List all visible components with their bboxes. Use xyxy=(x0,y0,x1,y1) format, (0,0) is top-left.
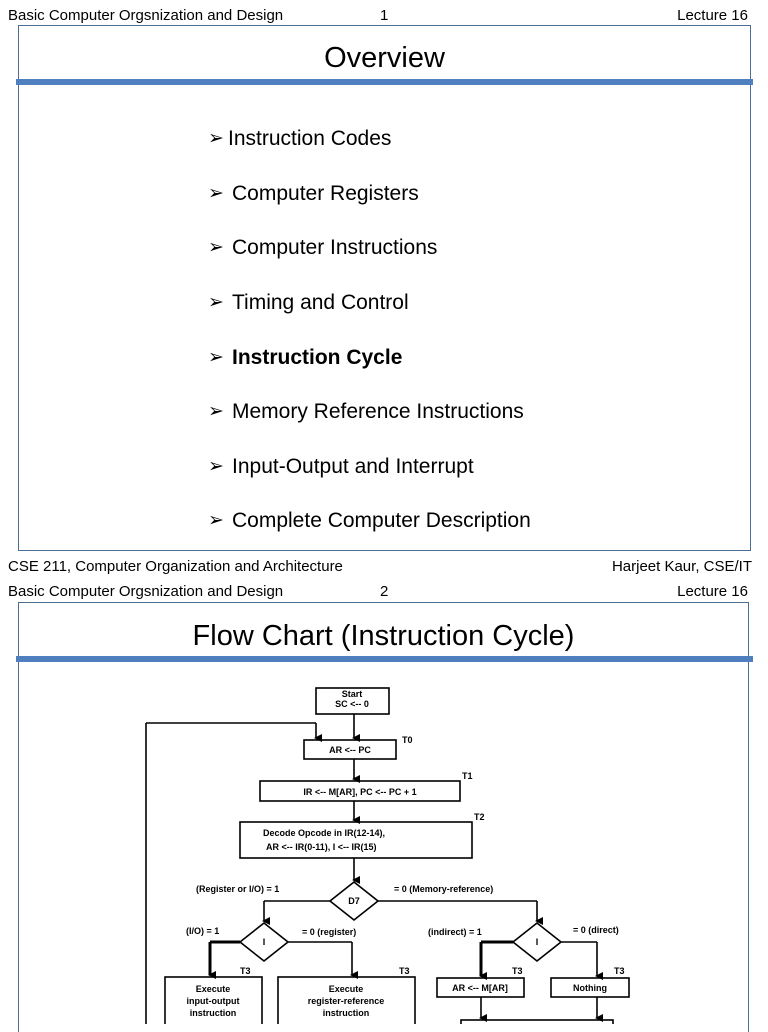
t1-box xyxy=(259,780,461,802)
execute-io-line1: Execute xyxy=(196,984,231,994)
arrow-bullet-icon: ➢ xyxy=(208,455,224,477)
i-right-right-label: = 0 (direct) xyxy=(573,925,619,935)
list-item: ➢Input-Output and Interrupt xyxy=(208,440,531,495)
i-left-decision xyxy=(238,921,290,963)
page1-title: Overview xyxy=(324,42,445,74)
execute-io-line3: instruction xyxy=(190,1008,237,1018)
list-item-current: ➢Instruction Cycle xyxy=(208,330,531,385)
list-item: ➢Computer Registers xyxy=(208,167,531,222)
execute-register-line3: instruction xyxy=(323,1008,370,1018)
i-left-left-label: (I/O) = 1 xyxy=(186,926,219,936)
d7-right-label: = 0 (Memory-reference) xyxy=(394,884,493,894)
start-box xyxy=(315,687,390,715)
list-item: ➢Computer Instructions xyxy=(208,221,531,276)
t3-label: T3 xyxy=(240,966,251,976)
page1-header-left: Basic Computer Orgsnization and Design xyxy=(8,7,284,24)
page2-title-rule xyxy=(16,656,753,662)
list-item: ➢Instruction Codes xyxy=(208,112,531,167)
page2-header-number: 2 xyxy=(380,583,389,600)
execute-register-line1: Execute xyxy=(329,984,364,994)
arrow-bullet-icon: ➢ xyxy=(208,346,224,368)
page1-footer-left: CSE 211, Computer Organization and Archi… xyxy=(8,558,343,575)
page2-header-left: Basic Computer Orgsnization and Design xyxy=(8,583,284,600)
page1-footer-right: Harjeet Kaur, CSE/IT xyxy=(611,558,752,575)
t3-label: T3 xyxy=(614,966,625,976)
decode-line2: AR <-- IR(0-11), I <-- IR(15) xyxy=(266,842,377,852)
page1-slide-frame: Overview xyxy=(18,25,751,551)
decode-line1: Decode Opcode in IR(12-14), xyxy=(263,828,385,838)
i-left-right-label: = 0 (register) xyxy=(302,927,356,937)
t3-label: T3 xyxy=(399,966,410,976)
page2-header-right: Lecture 16 xyxy=(677,583,748,600)
list-item: ➢Complete Computer Description xyxy=(208,494,531,549)
arrow-bullet-icon: ➢ xyxy=(208,401,224,423)
i-right-left-label: (indirect) = 1 xyxy=(428,927,482,937)
indirect-box-label: AR <-- M[AR] xyxy=(452,983,508,993)
list-item: ➢Memory Reference Instructions xyxy=(208,385,531,440)
nothing-box xyxy=(550,977,630,998)
start-label: Start xyxy=(342,689,363,699)
page2-slide-frame: Flow Chart (Instruction Cycle) xyxy=(18,602,749,1032)
overview-list: ➢Instruction Codes ➢Computer Registers ➢… xyxy=(208,112,531,549)
arrow-bullet-icon: ➢ xyxy=(208,128,224,150)
arrow-bullet-icon: ➢ xyxy=(208,510,224,532)
t1-box-label: IR <-- M[AR], PC <-- PC + 1 xyxy=(303,787,416,797)
t3-label: T3 xyxy=(512,966,523,976)
execute-register-line2: register-reference xyxy=(308,996,385,1006)
execute-io-line2: input-output xyxy=(187,996,240,1006)
t0-box-label: AR <-- PC xyxy=(329,745,371,755)
i-right-label: I xyxy=(536,937,539,947)
d7-decision xyxy=(328,880,380,922)
i-right-decision xyxy=(511,921,563,963)
page1-header-right: Lecture 16 xyxy=(677,7,748,24)
t0-label: T0 xyxy=(402,735,413,745)
t2-label: T2 xyxy=(474,812,485,822)
i-left-label: I xyxy=(263,937,266,947)
page2-title: Flow Chart (Instruction Cycle) xyxy=(192,620,575,652)
d7-label: D7 xyxy=(348,896,360,906)
nothing-box-label: Nothing xyxy=(573,983,607,993)
arrow-bullet-icon: ➢ xyxy=(208,237,224,259)
page1-title-rule xyxy=(16,79,753,85)
execute-register-box xyxy=(277,976,416,1024)
list-item: ➢Timing and Control xyxy=(208,276,531,331)
t1-label: T1 xyxy=(462,771,473,781)
arrow-bullet-icon: ➢ xyxy=(208,182,224,204)
d7-left-label: (Register or I/O) = 1 xyxy=(196,884,279,894)
page1-header-number: 1 xyxy=(380,7,389,24)
t0-box xyxy=(303,739,397,760)
start-sc-label: SC <-- 0 xyxy=(335,699,369,709)
arrow-bullet-icon: ➢ xyxy=(208,292,224,314)
next-box xyxy=(460,1019,614,1024)
